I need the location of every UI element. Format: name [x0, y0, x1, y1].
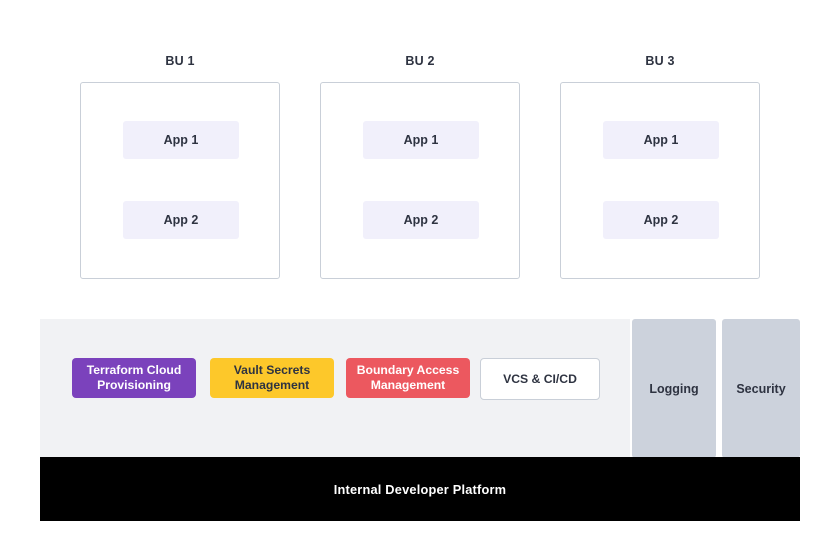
app-box-bu2-app2[interactable]: App 2	[363, 201, 479, 239]
bu-container-1: App 1 App 2	[80, 82, 280, 279]
capability-chip-vcs-ci-cd[interactable]: VCS & CI/CD	[480, 358, 600, 400]
app-box-bu3-app2[interactable]: App 2	[603, 201, 719, 239]
bu-label-3: BU 3	[645, 54, 675, 68]
capability-chip-vault-secrets-management[interactable]: Vault Secrets Management	[210, 358, 334, 398]
bu-label-1: BU 1	[165, 54, 195, 68]
bu-label-2: BU 2	[405, 54, 435, 68]
app-box-bu3-app1[interactable]: App 1	[603, 121, 719, 159]
bu-container-3: App 1 App 2	[560, 82, 760, 279]
capability-chip-boundary-access-management[interactable]: Boundary Access Management	[346, 358, 470, 398]
side-column-logging[interactable]: Logging	[632, 319, 716, 458]
capability-chip-terraform-cloud-provisioning[interactable]: Terraform Cloud Provisioning	[72, 358, 196, 398]
internal-developer-platform-bar: Internal Developer Platform	[40, 457, 800, 521]
side-column-security[interactable]: Security	[722, 319, 800, 458]
platform-panel: Terraform Cloud Provisioning Vault Secre…	[40, 319, 630, 458]
app-box-bu2-app1[interactable]: App 1	[363, 121, 479, 159]
app-box-bu1-app1[interactable]: App 1	[123, 121, 239, 159]
app-box-bu1-app2[interactable]: App 2	[123, 201, 239, 239]
bu-container-2: App 1 App 2	[320, 82, 520, 279]
